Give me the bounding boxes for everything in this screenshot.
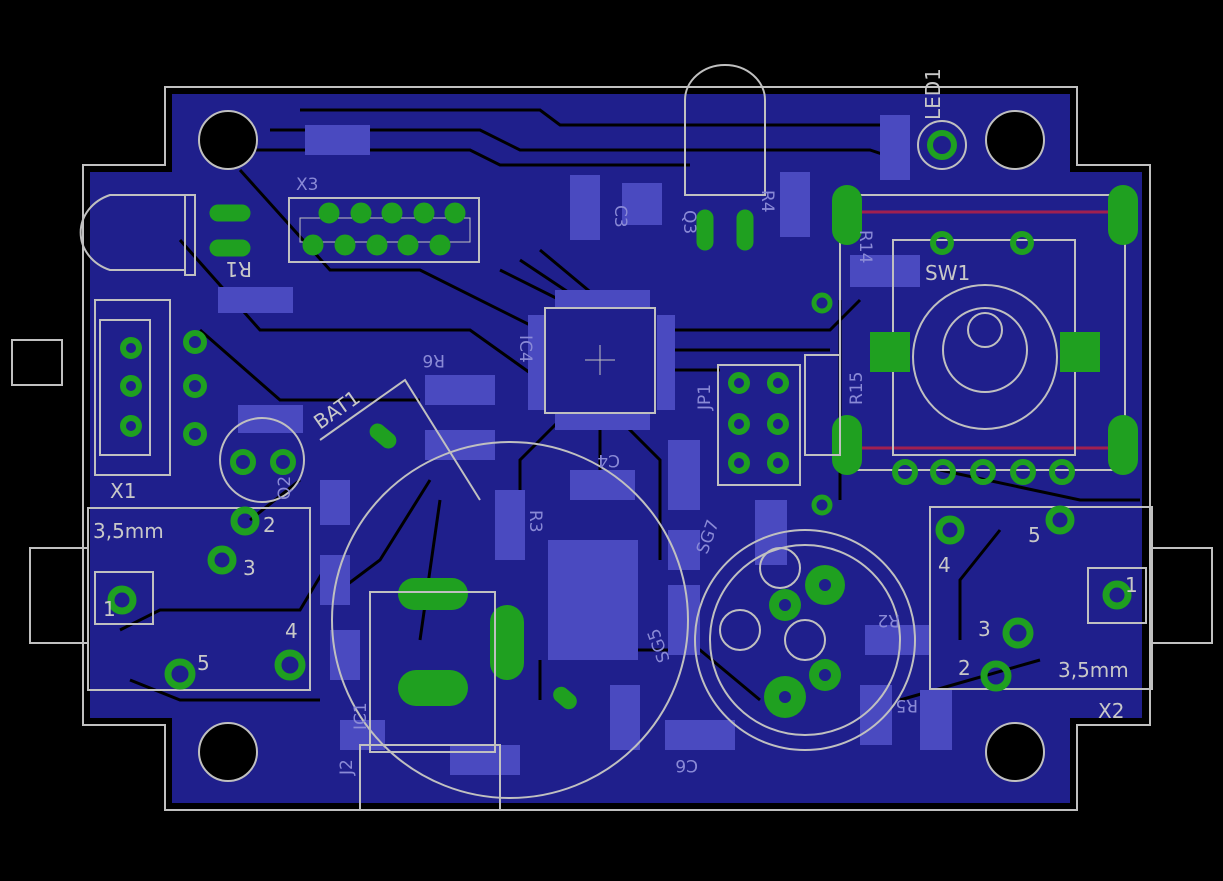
- label-sw1: SW1: [925, 261, 970, 285]
- jack1-pin-2: 2: [263, 513, 276, 537]
- audio-jack-2[interactable]: [929, 505, 1213, 692]
- label-j2: J2: [337, 759, 357, 776]
- jack1-pin-3: 3: [243, 556, 256, 580]
- label-r4: R4: [757, 190, 777, 213]
- jack2-pin-4: 4: [938, 553, 951, 577]
- label-r6: R6: [422, 350, 445, 370]
- label-x3: X3: [296, 175, 318, 195]
- jumper-jp1[interactable]: [717, 364, 801, 486]
- jack2-pin-2: 2: [958, 656, 971, 680]
- connector-x1[interactable]: [11, 299, 207, 476]
- jack1-pin-1: 1: [103, 597, 116, 621]
- label-jack1-size: 3,5mm: [93, 519, 164, 543]
- ic4-chip[interactable]: [528, 290, 675, 430]
- label-led1: LED1: [921, 68, 945, 120]
- label-ic1: IC1: [351, 702, 371, 730]
- battery-bat1[interactable]: [319, 378, 689, 799]
- label-c3: C3: [610, 205, 630, 228]
- jack2-pin-5: 5: [1028, 523, 1041, 547]
- label-r14: R14: [855, 230, 875, 263]
- label-ic4: IC4: [515, 335, 535, 363]
- label-r3: R3: [525, 510, 545, 533]
- label-c4: C4: [597, 450, 620, 470]
- mounting-holes: [198, 110, 1045, 782]
- label-r1: R1: [225, 257, 252, 281]
- audio-jack-1[interactable]: [29, 506, 311, 691]
- label-x1: X1: [110, 479, 136, 503]
- label-jack2-size: 3,5mm: [1058, 658, 1129, 682]
- buzzer[interactable]: [694, 529, 916, 751]
- ir-receiver[interactable]: [79, 194, 251, 276]
- jack1-pin-4: 4: [285, 619, 298, 643]
- header-x3[interactable]: [288, 197, 480, 263]
- label-q3: Q3: [679, 210, 699, 234]
- label-q2: Q2: [275, 476, 295, 500]
- regulator-ic1[interactable]: [359, 591, 501, 811]
- led1[interactable]: [684, 64, 967, 251]
- label-jp1: JP1: [695, 384, 715, 411]
- label-r15: R15: [847, 372, 867, 405]
- label-x2: X2: [1098, 699, 1124, 723]
- label-c6: C6: [675, 755, 698, 775]
- capacitor-q2[interactable]: [219, 417, 305, 503]
- label-r2: R2: [877, 610, 900, 630]
- jack1-pin-5: 5: [197, 651, 210, 675]
- jack2-pin-1: 1: [1125, 573, 1138, 597]
- resistor-r15[interactable]: [804, 292, 841, 516]
- board-outline: [82, 86, 1151, 811]
- smd-components: [218, 115, 952, 775]
- jack2-pin-3: 3: [978, 617, 991, 641]
- rotary-encoder-sw1[interactable]: [832, 185, 1138, 485]
- label-r5: R5: [895, 695, 918, 715]
